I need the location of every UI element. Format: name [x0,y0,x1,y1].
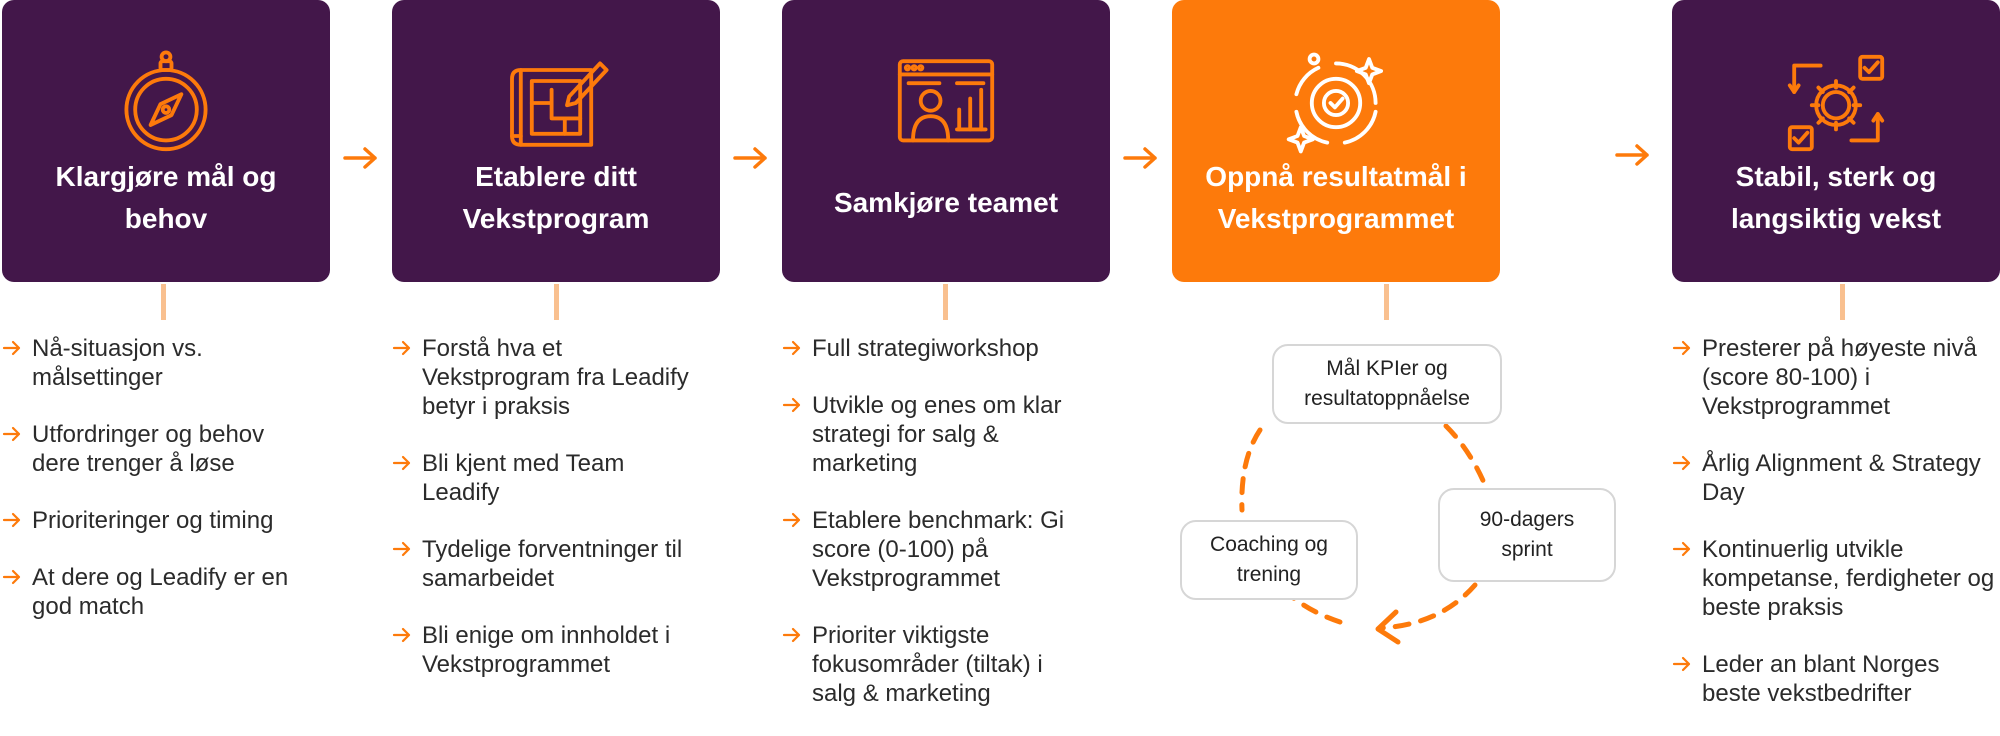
step-title: Klargjøre mål og behov [55,161,277,234]
arrow-right-icon [392,627,411,643]
connector-stem [1384,284,1389,320]
step-card-5: Stabil, sterk og langsiktig vekst [1672,0,2000,282]
list-item: Prioriteringer og timing [2,506,302,535]
list-item: Kontinuerlig utvikle kompetanse, ferdigh… [1672,535,1996,622]
cycle-bubble-coaching: Coaching og trening [1180,520,1358,600]
arrow-right-icon [1672,455,1691,471]
list-item-text: Full strategiworkshop [812,335,1039,362]
step-title: Etablere ditt Vekstprogram [462,161,650,234]
connector-stem [554,284,559,320]
list-item-text: Prioriteringer og timing [32,507,274,534]
arrow-right-icon [2,512,21,528]
step-card-2: Etablere ditt Vekstprogram [392,0,720,282]
list-item-text: Årlig Alignment & Strategy Day [1702,450,1981,506]
step-card-1: Klargjøre mål og behov [2,0,330,282]
list-item-text: Bli kjent med Team Leadify [422,450,625,506]
compass-icon [2,48,330,158]
list-item: At dere og Leadify er en god match [2,563,302,621]
list-item: Tydelige forventninger til samarbeidet [392,535,708,593]
list-item: Full strategiworkshop [782,334,1092,363]
arrow-right-icon [2,340,21,356]
list-item-text: Presterer på høyeste nivå (score 80-100)… [1702,335,1977,420]
arrow-right-icon [343,147,377,169]
list-item-text: Kontinuerlig utvikle kompetanse, ferdigh… [1702,536,1995,621]
arrow-right-icon [1123,147,1157,169]
list-item-text: Bli enige om innholdet i Vekstprogrammet [422,622,671,678]
arrow-right-icon [1672,340,1691,356]
cycle-bubble-sprint: 90-dagers sprint [1438,488,1616,582]
list-item: Forstå hva et Vekstprogram fra Leadify b… [392,334,708,421]
step-card-4: Oppnå resultatmål i Vekstprogrammet [1172,0,1500,282]
arrow-right-icon [782,627,801,643]
step-title: Oppnå resultatmål i Vekstprogrammet [1205,161,1467,234]
arrow-right-icon [733,147,767,169]
connector-stem [1840,284,1845,320]
list-item-text: Utfordringer og behov dere trenger å løs… [32,421,265,477]
list-item-text: Tydelige forventninger til samarbeidet [422,536,683,592]
list-item: Bli kjent med Team Leadify [392,449,708,507]
step-title: Samkjøre teamet [833,187,1059,218]
list-item: Årlig Alignment & Strategy Day [1672,449,1996,507]
blueprint-pencil-icon [392,48,720,158]
arrow-right-icon [392,541,411,557]
arrow-right-icon [1672,541,1691,557]
connector-stem [943,284,948,320]
list-item: Nå-situasjon vs. målsettinger [2,334,302,392]
cycle-bubble-kpi: Mål KPIer og resultatoppnåelse [1272,344,1502,424]
step-title: Stabil, sterk og langsiktig vekst [1730,161,1942,234]
step-list-1: Nå-situasjon vs. målsettinger Utfordring… [2,334,302,649]
list-item-text: Prioriter viktigste fokusområder (tiltak… [812,622,1043,707]
arrow-right-icon [1672,656,1691,672]
list-item-text: Utvikle og enes om klar strategi for sal… [812,392,1062,477]
arrow-right-icon [2,426,21,442]
list-item-text: Nå-situasjon vs. målsettinger [32,335,203,391]
list-item-text: Leder an blant Norges beste vekstbedrift… [1702,651,1940,707]
arrow-right-icon [782,340,801,356]
arrow-right-icon [1615,144,1649,166]
arrow-right-icon [782,397,801,413]
gear-process-icon [1672,48,2000,158]
step-list-3: Full strategiworkshop Utvikle og enes om… [782,334,1092,736]
step-list-2: Forstå hva et Vekstprogram fra Leadify b… [392,334,708,707]
presentation-chart-icon [782,48,1110,158]
arrow-right-icon [782,512,801,528]
arrow-right-icon [2,569,21,585]
list-item: Prioriter viktigste fokusområder (tiltak… [782,621,1092,708]
arrow-right-icon [392,340,411,356]
list-item: Etablere benchmark: Gi score (0-100) på … [782,506,1092,593]
step-list-5: Presterer på høyeste nivå (score 80-100)… [1672,334,1996,736]
list-item: Bli enige om innholdet i Vekstprogrammet [392,621,708,679]
list-item: Utfordringer og behov dere trenger å løs… [2,420,302,478]
list-item-text: At dere og Leadify er en god match [32,564,289,620]
list-item: Utvikle og enes om klar strategi for sal… [782,391,1092,478]
list-item-text: Etablere benchmark: Gi score (0-100) på … [812,507,1065,592]
target-sparkle-icon [1172,48,1500,158]
list-item: Leder an blant Norges beste vekstbedrift… [1672,650,1996,708]
step-card-3: Samkjøre teamet [782,0,1110,282]
list-item: Presterer på høyeste nivå (score 80-100)… [1672,334,1996,421]
connector-stem [161,284,166,320]
arrow-right-icon [392,455,411,471]
list-item-text: Forstå hva et Vekstprogram fra Leadify b… [422,335,689,420]
